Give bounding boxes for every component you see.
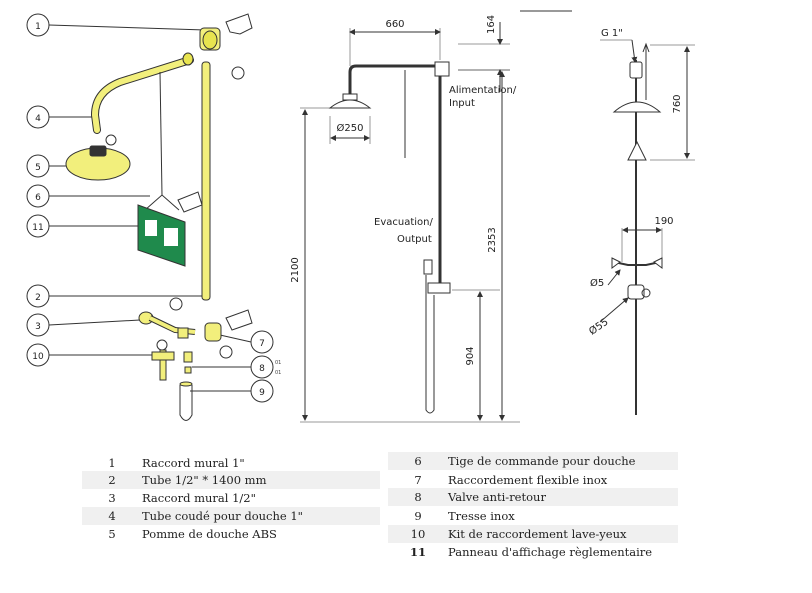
legend-row-6: 6 Tige de commande pour douche <box>388 452 678 470</box>
shower-head <box>65 145 131 181</box>
dim-2100: 2100 <box>290 257 301 282</box>
legend-right: 6 Tige de commande pour douche 7 Raccord… <box>388 450 678 565</box>
callout-label: 7 <box>259 339 265 349</box>
callout-label: 10 <box>32 352 44 362</box>
dim-250: Ø250 <box>337 122 364 134</box>
callout-11: 11 <box>26 214 140 238</box>
dim-904: 904 <box>465 346 476 365</box>
pull-rod <box>144 71 203 213</box>
callout-label: 9 <box>259 388 265 398</box>
legend-label: Raccord mural 1" <box>142 456 245 470</box>
legend-row-7: 7 Raccordement flexible inox <box>388 471 678 489</box>
legend-num: 2 <box>108 473 116 487</box>
callout-6: 6 <box>26 184 150 208</box>
legend-row-1: 1 Raccord mural 1" <box>82 454 380 472</box>
dim-164: 164 <box>486 15 497 34</box>
dim-190: 190 <box>654 216 673 227</box>
legend-label: Panneau d'affichage règlementaire <box>448 545 653 559</box>
front-elevation: G 1" 760 190 Ø5 Ø55 <box>587 28 695 415</box>
wall-fitting-1in <box>199 13 253 51</box>
callout-1: 1 <box>26 13 206 37</box>
dim-2353: 2353 <box>487 227 498 252</box>
legend-row-10: 10 Kit de raccordement lave-yeux <box>388 525 678 543</box>
legend-label: Tige de commande pour douche <box>448 454 636 468</box>
output-label-2: Output <box>397 234 432 245</box>
legend-label: Tresse inox <box>448 509 515 523</box>
callout-2: 2 <box>26 284 203 308</box>
callout-label: 2 <box>35 293 41 303</box>
dim-d55: Ø55 <box>587 316 611 338</box>
legend-num: 6 <box>414 454 422 468</box>
dim-g1: G 1" <box>601 28 623 39</box>
legend-row-2: 2 Tube 1/2" * 1400 mm <box>82 471 380 489</box>
legend-label: Tube coudé pour douche 1" <box>142 509 303 523</box>
callout-label: 11 <box>32 223 43 233</box>
legend-num: 5 <box>108 527 116 541</box>
lower-fittings <box>138 309 253 421</box>
legend-label: Valve anti-retour <box>448 490 546 504</box>
legend-row-5: 5 Pomme de douche ABS <box>82 525 380 543</box>
flexible-loops <box>105 66 245 359</box>
callout-4: 4 <box>26 105 96 129</box>
legend-row-9: 9 Tresse inox <box>388 507 678 525</box>
dim-660: 660 <box>385 19 404 30</box>
callout-label: 3 <box>35 322 41 332</box>
output-label-1: Evacuation/ <box>374 217 433 228</box>
side-elevation: 660 164 Ø250 Alimentation/ Input Evacuat… <box>290 10 572 423</box>
legend-row-11: 11 Panneau d'affichage règlementaire <box>388 543 678 561</box>
legend-label: Raccord mural 1/2" <box>142 491 256 505</box>
tiny-label: 01 <box>275 370 281 376</box>
legend-row-3: 3 Raccord mural 1/2" <box>82 489 380 507</box>
dim-760: 760 <box>672 94 683 113</box>
callout-10: 10 <box>26 343 160 367</box>
legend-num: 1 <box>108 456 116 470</box>
input-label-2: Input <box>449 98 475 109</box>
legend-num: 8 <box>414 490 422 504</box>
legend-label: Tube 1/2" * 1400 mm <box>142 473 267 487</box>
exploded-view: 1 4 5 6 11 2 3 <box>26 13 281 421</box>
dim-d5: Ø5 <box>590 277 604 289</box>
legend-label: Pomme de douche ABS <box>142 527 277 541</box>
callout-label: 1 <box>35 22 41 32</box>
legend-label: Kit de raccordement lave-yeux <box>448 527 627 541</box>
vertical-tube-half-inch <box>201 61 211 301</box>
legend-row-4: 4 Tube coudé pour douche 1" <box>82 507 380 525</box>
callout-label: 8 <box>259 364 265 374</box>
legend-left: 1 Raccord mural 1" 2 Tube 1/2" * 1400 mm… <box>82 450 380 550</box>
callout-9: 9 <box>190 379 274 403</box>
callout-8: 8 01 01 <box>192 355 281 379</box>
bent-shower-tube <box>90 52 194 134</box>
legend-num: 10 <box>410 527 426 541</box>
legend-row-8: 8 Valve anti-retour <box>388 488 678 506</box>
callout-label: 5 <box>35 163 41 173</box>
tiny-label: 01 <box>275 360 281 366</box>
legend-label: Raccordement flexible inox <box>448 473 608 487</box>
legend-num: 9 <box>414 509 422 523</box>
legend-num: 4 <box>108 509 116 523</box>
regulatory-sign <box>137 204 186 267</box>
callout-label: 6 <box>35 193 41 203</box>
callout-3: 3 <box>26 313 141 337</box>
input-label-1: Alimentation/ <box>449 85 517 96</box>
legend-num: 7 <box>414 473 422 487</box>
legend-num: 3 <box>108 491 116 505</box>
callout-5: 5 <box>26 154 70 178</box>
technical-diagram: 1 4 5 6 11 2 3 <box>26 10 695 423</box>
callout-label: 4 <box>35 114 41 124</box>
legend-num: 11 <box>409 545 426 559</box>
callout-7: 7 <box>219 330 274 354</box>
